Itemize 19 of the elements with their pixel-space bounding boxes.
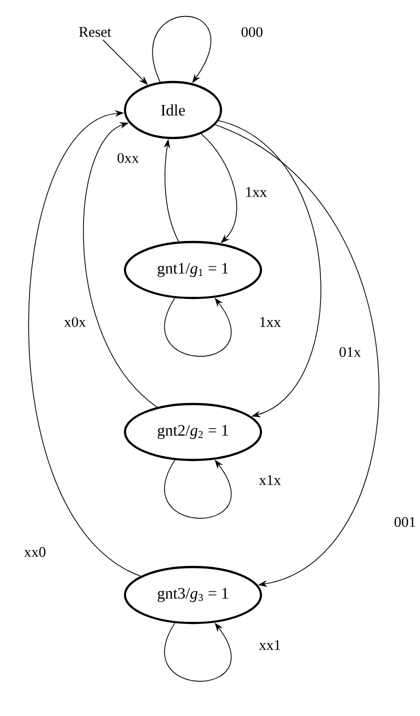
edge-label: 1xx	[258, 316, 282, 328]
edge-label: x1x	[258, 474, 282, 486]
transition-arrow	[83, 122, 158, 408]
edge-label: xx1	[258, 638, 282, 652]
edge-label: 01x	[338, 346, 362, 358]
transition-arrow	[218, 120, 321, 418]
self-loop-arrow	[164, 622, 232, 682]
transition-arrow	[28, 110, 141, 576]
edge-label: 001	[392, 516, 418, 528]
edge-label: 000	[240, 26, 264, 38]
edge-label: x0x	[62, 316, 88, 328]
edge-label: 1xx	[244, 186, 268, 198]
self-loop-arrow	[164, 460, 232, 519]
self-loop-arrow	[164, 298, 232, 357]
edge-label: xx0	[22, 546, 48, 558]
edge-label: 0xx	[116, 152, 140, 164]
transition-arrow	[214, 124, 380, 587]
reset-label: Reset	[79, 27, 112, 37]
transition-arrow	[102, 39, 148, 85]
